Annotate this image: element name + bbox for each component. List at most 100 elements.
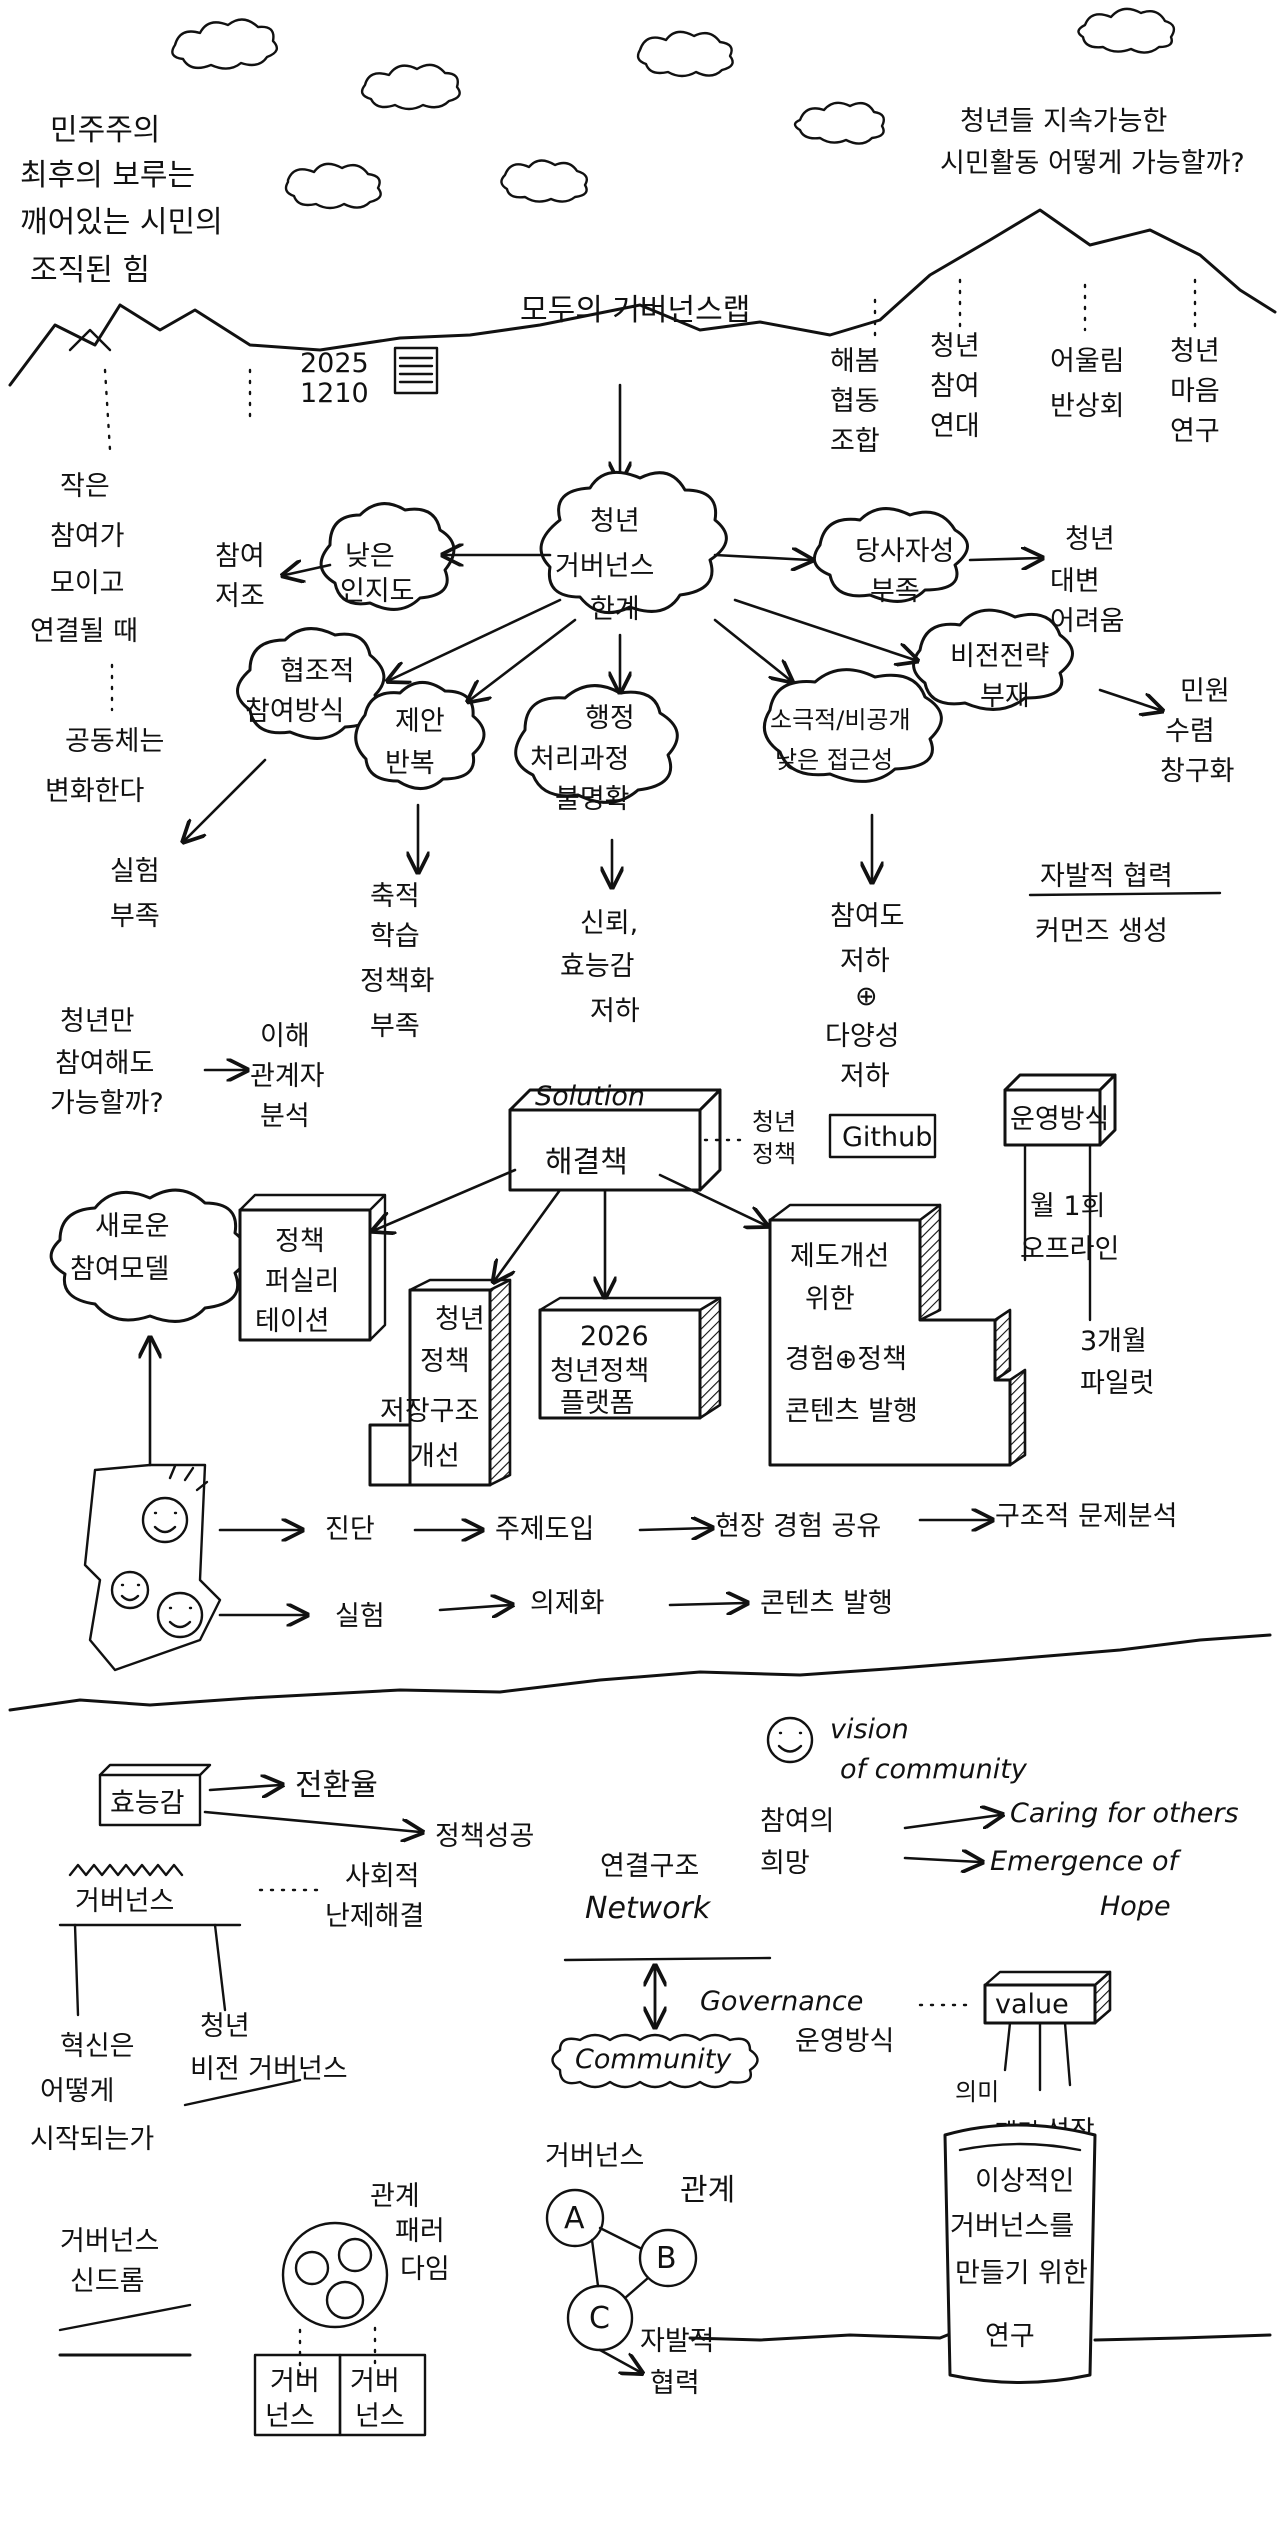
facilitation-line: 퍼실리 (265, 1266, 340, 1297)
date-day: 1210 (300, 378, 369, 409)
syndrome-line: 거버넌스 (60, 2226, 159, 2257)
party-effect-line: 청년 (1065, 524, 1115, 555)
problem-admin: 행정 처리과정 불명확 신뢰, 효능감 저하 (514, 633, 679, 1027)
method-line: 협조적 (280, 656, 355, 687)
node-a (545, 2188, 605, 2248)
vision-line: 부재 (980, 681, 1030, 712)
party-line: 부족 (870, 576, 920, 607)
governance-block: 거버넌스 사회적 난제해결 혁신은 어떻게 시작되는가 청년 비전 거버넌스 (30, 1861, 424, 2155)
self-cooperation-note: 자발적 협력 커먼즈 생성 (1028, 861, 1222, 947)
repo-line: 개선 (410, 1441, 460, 1472)
flow-step: 진단 (325, 1514, 375, 1545)
org-3-line: 반상회 (1050, 391, 1125, 422)
center-line: 한계 (590, 594, 640, 625)
github-prefix: 청년 (752, 1108, 796, 1136)
org-1-line: 해봄 (830, 346, 880, 377)
youth-question-line: 가능할까? (50, 1088, 164, 1119)
mountain-ridge (8, 208, 1277, 452)
circle-cluster (281, 2221, 389, 2329)
smiley-icon (766, 1716, 814, 1764)
governance-en-label: Governance (700, 1986, 863, 2017)
vision-effect-line: 창구화 (1160, 756, 1235, 787)
value-label: value (995, 1989, 1069, 2020)
self-coop-bottom-line: 자발적 (640, 2326, 715, 2357)
steps-line: 제도개선 (790, 1241, 889, 1272)
right-question-note: 청년들 지속가능한 시민활동 어떻게 가능할까? (940, 106, 1245, 179)
repeat-effect-line: 정책화 (360, 966, 435, 997)
platform-line: 플랫폼 (560, 1388, 635, 1419)
node-b (638, 2228, 698, 2288)
innovation-line: 시작되는가 (30, 2124, 154, 2155)
gov-box-line: 넌스 (355, 2401, 405, 2432)
flow-step: 콘텐츠 발행 (760, 1588, 893, 1619)
side-note-line: 모이고 (50, 568, 125, 599)
new-model-line: 참여모델 (70, 1254, 169, 1285)
method-effect-line: 실험 (110, 856, 160, 887)
document-icon (393, 346, 439, 395)
org-4-line: 청년 (1170, 336, 1220, 367)
youth-question-line: 참여해도 (55, 1048, 154, 1079)
org-3-line: 어울림 (1050, 346, 1125, 377)
org-4-line: 연구 (1170, 416, 1220, 447)
left-quote-line: 조직된 힘 (30, 253, 150, 288)
network-community: 연결구조 Network Community (551, 1851, 772, 2089)
diverse-effect-line: ⊕ (855, 981, 878, 1012)
method-line: 참여방식 (245, 696, 344, 727)
vision-gov-line: 청년 (200, 2011, 250, 2042)
flow-step: 주제도입 (495, 1514, 594, 1545)
problem-low-awareness: 낮은 인지도 참여 저조 (215, 502, 552, 612)
steps-line: 콘텐츠 발행 (785, 1396, 918, 1427)
solution-ko: 해결책 (545, 1145, 628, 1180)
youth-question: 청년만 참여해도 가능할까? 이해 관계자 분석 (50, 1006, 325, 1132)
gov-box-line: 넌스 (265, 2401, 315, 2432)
research-jar (943, 2123, 1097, 2384)
document-icon-lines (398, 356, 434, 384)
vision-line: 비전전략 (950, 641, 1049, 672)
efficacy-block: 효능감 전환율 정책성공 (98, 1763, 534, 1852)
admin-line: 처리과정 (530, 744, 629, 775)
self-coop-line: 자발적 협력 (1040, 861, 1173, 892)
side-note-line: 참여가 (50, 521, 125, 552)
party-line: 당사자성 (855, 536, 954, 567)
flow-step: 구조적 문제분석 (995, 1501, 1177, 1532)
platform-box: 2026 청년정책 플랫폼 (538, 1188, 722, 1420)
left-quote-note: 민주주의 최후의 보루는 깨어있는 시민의 조직된 힘 (20, 113, 223, 288)
platform-line: 청년정책 (550, 1356, 649, 1387)
problem-party: 당사자성 부족 청년 대변 어려움 (713, 507, 1125, 637)
pilot-line: 파일럿 (1080, 1368, 1155, 1399)
network-line: 연결구조 (600, 1851, 699, 1882)
steps-line: 위한 (805, 1284, 855, 1315)
ops-method-label: 운영방식 (795, 2026, 894, 2057)
problem-method: 협조적 참여방식 실험 부족 (110, 598, 562, 932)
ideal-governance: 이상적인 거버넌스를 만들기 위한 연구 (688, 2123, 1272, 2384)
solution-box: Solution 해결책 청년 정책 Github (508, 1081, 937, 1192)
facilitation-box: 정책 퍼실리 테이션 (238, 1168, 517, 1342)
problem-center-cloud: 청년 거버넌스 한계 (539, 470, 728, 625)
center-line: 청년 (590, 506, 640, 537)
hope-line: 희망 (760, 1848, 810, 1879)
org-2-line: 참여 (930, 371, 980, 402)
page-title: 모두의 거버넌스랩 (520, 293, 750, 328)
analysis-line: 이해 (260, 1021, 310, 1052)
diverse-effect-line: 저하 (840, 946, 890, 977)
vision-title-line: vision (830, 1714, 909, 1745)
awareness-effect-line: 참여 (215, 541, 265, 572)
low-awareness-line: 낮은 (345, 541, 395, 572)
problem-repeat: 제안 반복 축적 학습 정책화 부족 (354, 618, 577, 1042)
repeat-line: 반복 (385, 748, 435, 779)
node-a-label: A (564, 2201, 585, 2236)
social-line: 난제해결 (325, 1901, 424, 1932)
right-question-line: 청년들 지속가능한 (960, 106, 1167, 137)
section-divider (8, 1633, 1272, 1712)
smiley-icon (141, 1496, 189, 1544)
problem-vision: 비전전략 부재 민원 수렴 창구화 (733, 598, 1235, 787)
left-quote-line: 민주주의 (50, 113, 160, 148)
gov-box-line: 거버 (270, 2366, 320, 2397)
left-quote-line: 최후의 보루는 (20, 158, 195, 193)
side-note-line: 연결될 때 (30, 616, 138, 647)
vision-effect-line: 수렴 (1165, 716, 1215, 747)
innovation-line: 어떻게 (40, 2076, 115, 2107)
smiley-icon (156, 1591, 204, 1639)
diverse-effect-line: 저하 (840, 1061, 890, 1092)
